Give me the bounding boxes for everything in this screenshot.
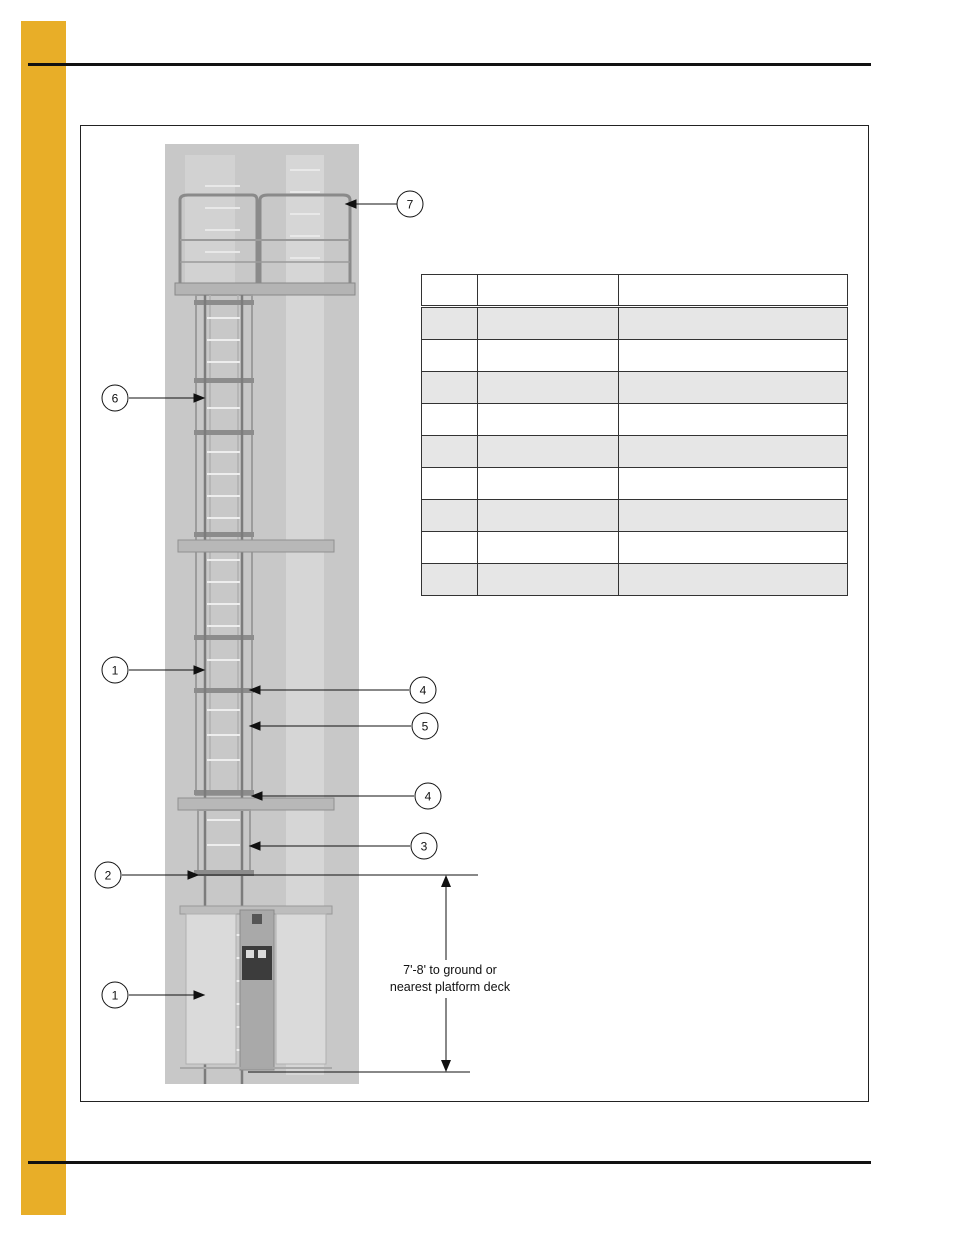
- side-tab: [21, 21, 66, 1215]
- base-enclosure: [179, 905, 333, 1071]
- table-row: [421, 435, 848, 468]
- table-cell: [421, 563, 478, 596]
- table-cell: [477, 467, 619, 500]
- dimension-label: 7'-8' to ground or nearest platform deck: [372, 962, 528, 996]
- callout-2-number: 2: [105, 869, 112, 883]
- table-cell: [421, 371, 478, 404]
- table-cell: [421, 499, 478, 532]
- dimension-arrow-up: [441, 875, 451, 887]
- table-cell: [618, 467, 848, 500]
- table-cell: [477, 563, 619, 596]
- callout-3-number: 3: [421, 840, 428, 854]
- table-cell: [618, 563, 848, 596]
- callout-1-upper-number: 1: [112, 664, 119, 678]
- table-cell: [477, 339, 619, 372]
- parts-table: [421, 274, 848, 596]
- dimension-lines: [196, 874, 478, 1073]
- table-cell: [477, 531, 619, 564]
- table-row: [421, 499, 848, 532]
- dimension-label-line-2: nearest platform deck: [389, 980, 511, 994]
- table-cell: [477, 306, 619, 340]
- table-cell: [421, 531, 478, 564]
- figure-frame: [80, 125, 869, 1102]
- callout-2: 2: [94, 861, 122, 889]
- table-row: [421, 531, 848, 564]
- header-rule: [28, 63, 871, 66]
- table-cell: [477, 435, 619, 468]
- leader-lines: [122, 199, 414, 1000]
- table-row: [421, 563, 848, 596]
- table-cell: [421, 435, 478, 468]
- callout-7-number: 7: [407, 198, 414, 212]
- table-cell: [477, 403, 619, 436]
- table-row: [421, 306, 848, 340]
- table-cell: [618, 403, 848, 436]
- table-cell: [421, 403, 478, 436]
- table-cell: [618, 306, 848, 340]
- table-cell: [477, 371, 619, 404]
- footer-rule: [28, 1161, 871, 1164]
- table-cell: [421, 339, 478, 372]
- upper-column: [185, 155, 235, 285]
- table-cell: [421, 467, 478, 500]
- dimension-arrow-down: [441, 1060, 451, 1072]
- callout-4-upper-number: 4: [420, 684, 427, 698]
- table-cell: [618, 339, 848, 372]
- callout-3: 3: [410, 832, 438, 860]
- dimension-label-line-1: 7'-8' to ground or: [403, 963, 497, 977]
- table-row: [421, 371, 848, 404]
- table-cell: [618, 371, 848, 404]
- table-cell: [477, 499, 619, 532]
- table-row: [421, 339, 848, 372]
- callout-1-lower-number: 1: [112, 989, 119, 1003]
- table-header-row: [421, 274, 848, 308]
- callout-1-upper: 1: [101, 656, 129, 684]
- lower-cage: [194, 809, 254, 876]
- header-part: [477, 274, 619, 308]
- top-platform: [174, 169, 356, 296]
- callout-1-lower: 1: [101, 981, 129, 1009]
- callout-4-lower-number: 4: [425, 790, 432, 804]
- callout-5: 5: [411, 712, 439, 740]
- callout-6: 6: [101, 384, 129, 412]
- callout-5-number: 5: [422, 720, 429, 734]
- header-description: [618, 274, 848, 308]
- table-cell: [618, 531, 848, 564]
- table-cell: [421, 306, 478, 340]
- callout-4-lower: 4: [414, 782, 442, 810]
- callout-7: 7: [396, 190, 424, 218]
- callout-4-upper: 4: [409, 676, 437, 704]
- table-cell: [618, 499, 848, 532]
- table-row: [421, 403, 848, 436]
- table-cell: [618, 435, 848, 468]
- callout-6-number: 6: [112, 392, 119, 406]
- table-row: [421, 467, 848, 500]
- header-ref: [421, 274, 478, 308]
